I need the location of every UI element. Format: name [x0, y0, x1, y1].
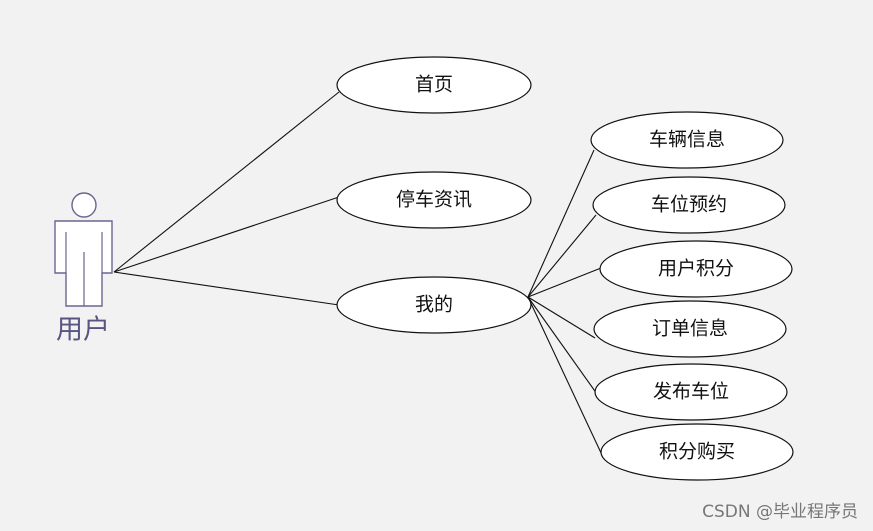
use-case-order-info: 订单信息: [593, 300, 787, 358]
use-case-label: 发布车位: [653, 381, 729, 403]
association-points-purchase: [527, 296, 603, 456]
association-vehicle-info: [527, 149, 595, 298]
use-case-ellipse: [590, 111, 784, 169]
mine-associations: [527, 149, 603, 456]
association-parking-news: [113, 196, 340, 273]
association-home: [113, 91, 340, 273]
use-case-ellipse: [599, 240, 793, 298]
use-case-home: 首页: [336, 56, 532, 114]
use-case-label: 积分购买: [659, 441, 735, 463]
use-case-label: 车辆信息: [649, 129, 725, 151]
association-order-info: [527, 296, 596, 339]
use-case-user-points: 用户积分: [599, 240, 793, 298]
use-case-ellipse: [336, 276, 532, 334]
use-case-ellipse: [594, 363, 788, 421]
use-case-vehicle-info: 车辆信息: [590, 111, 784, 169]
actor-figure: 用户: [54, 192, 113, 346]
watermark: CSDN @毕业程序员: [702, 502, 858, 522]
actor-label: 用户: [56, 315, 110, 346]
association-space-booking: [527, 214, 597, 298]
association-user-points: [527, 267, 602, 298]
use-case-label: 车位预约: [651, 194, 727, 216]
use-case-ellipse: [600, 423, 794, 481]
association-publish-space: [527, 296, 598, 395]
use-case-label: 首页: [415, 74, 453, 96]
use-case-label: 用户积分: [658, 258, 734, 280]
use-case-ellipse: [336, 171, 532, 229]
use-case-label: 我的: [415, 294, 453, 316]
use-case-label: 订单信息: [652, 318, 728, 340]
use-case-ellipse: [592, 176, 786, 234]
actor-head: [71, 192, 97, 218]
use-case-parking-news: 停车资讯: [336, 171, 532, 229]
use-case-ellipse: [336, 56, 532, 114]
use-case-space-booking: 车位预约: [592, 176, 786, 234]
actor-associations: [113, 91, 340, 306]
use-case-label: 停车资讯: [396, 189, 472, 211]
use-case-mine: 我的: [336, 276, 532, 334]
association-mine: [113, 271, 340, 306]
use-case-ellipse: [593, 300, 787, 358]
use-case-points-purchase: 积分购买: [600, 423, 794, 481]
use-case-publish-space: 发布车位: [594, 363, 788, 421]
